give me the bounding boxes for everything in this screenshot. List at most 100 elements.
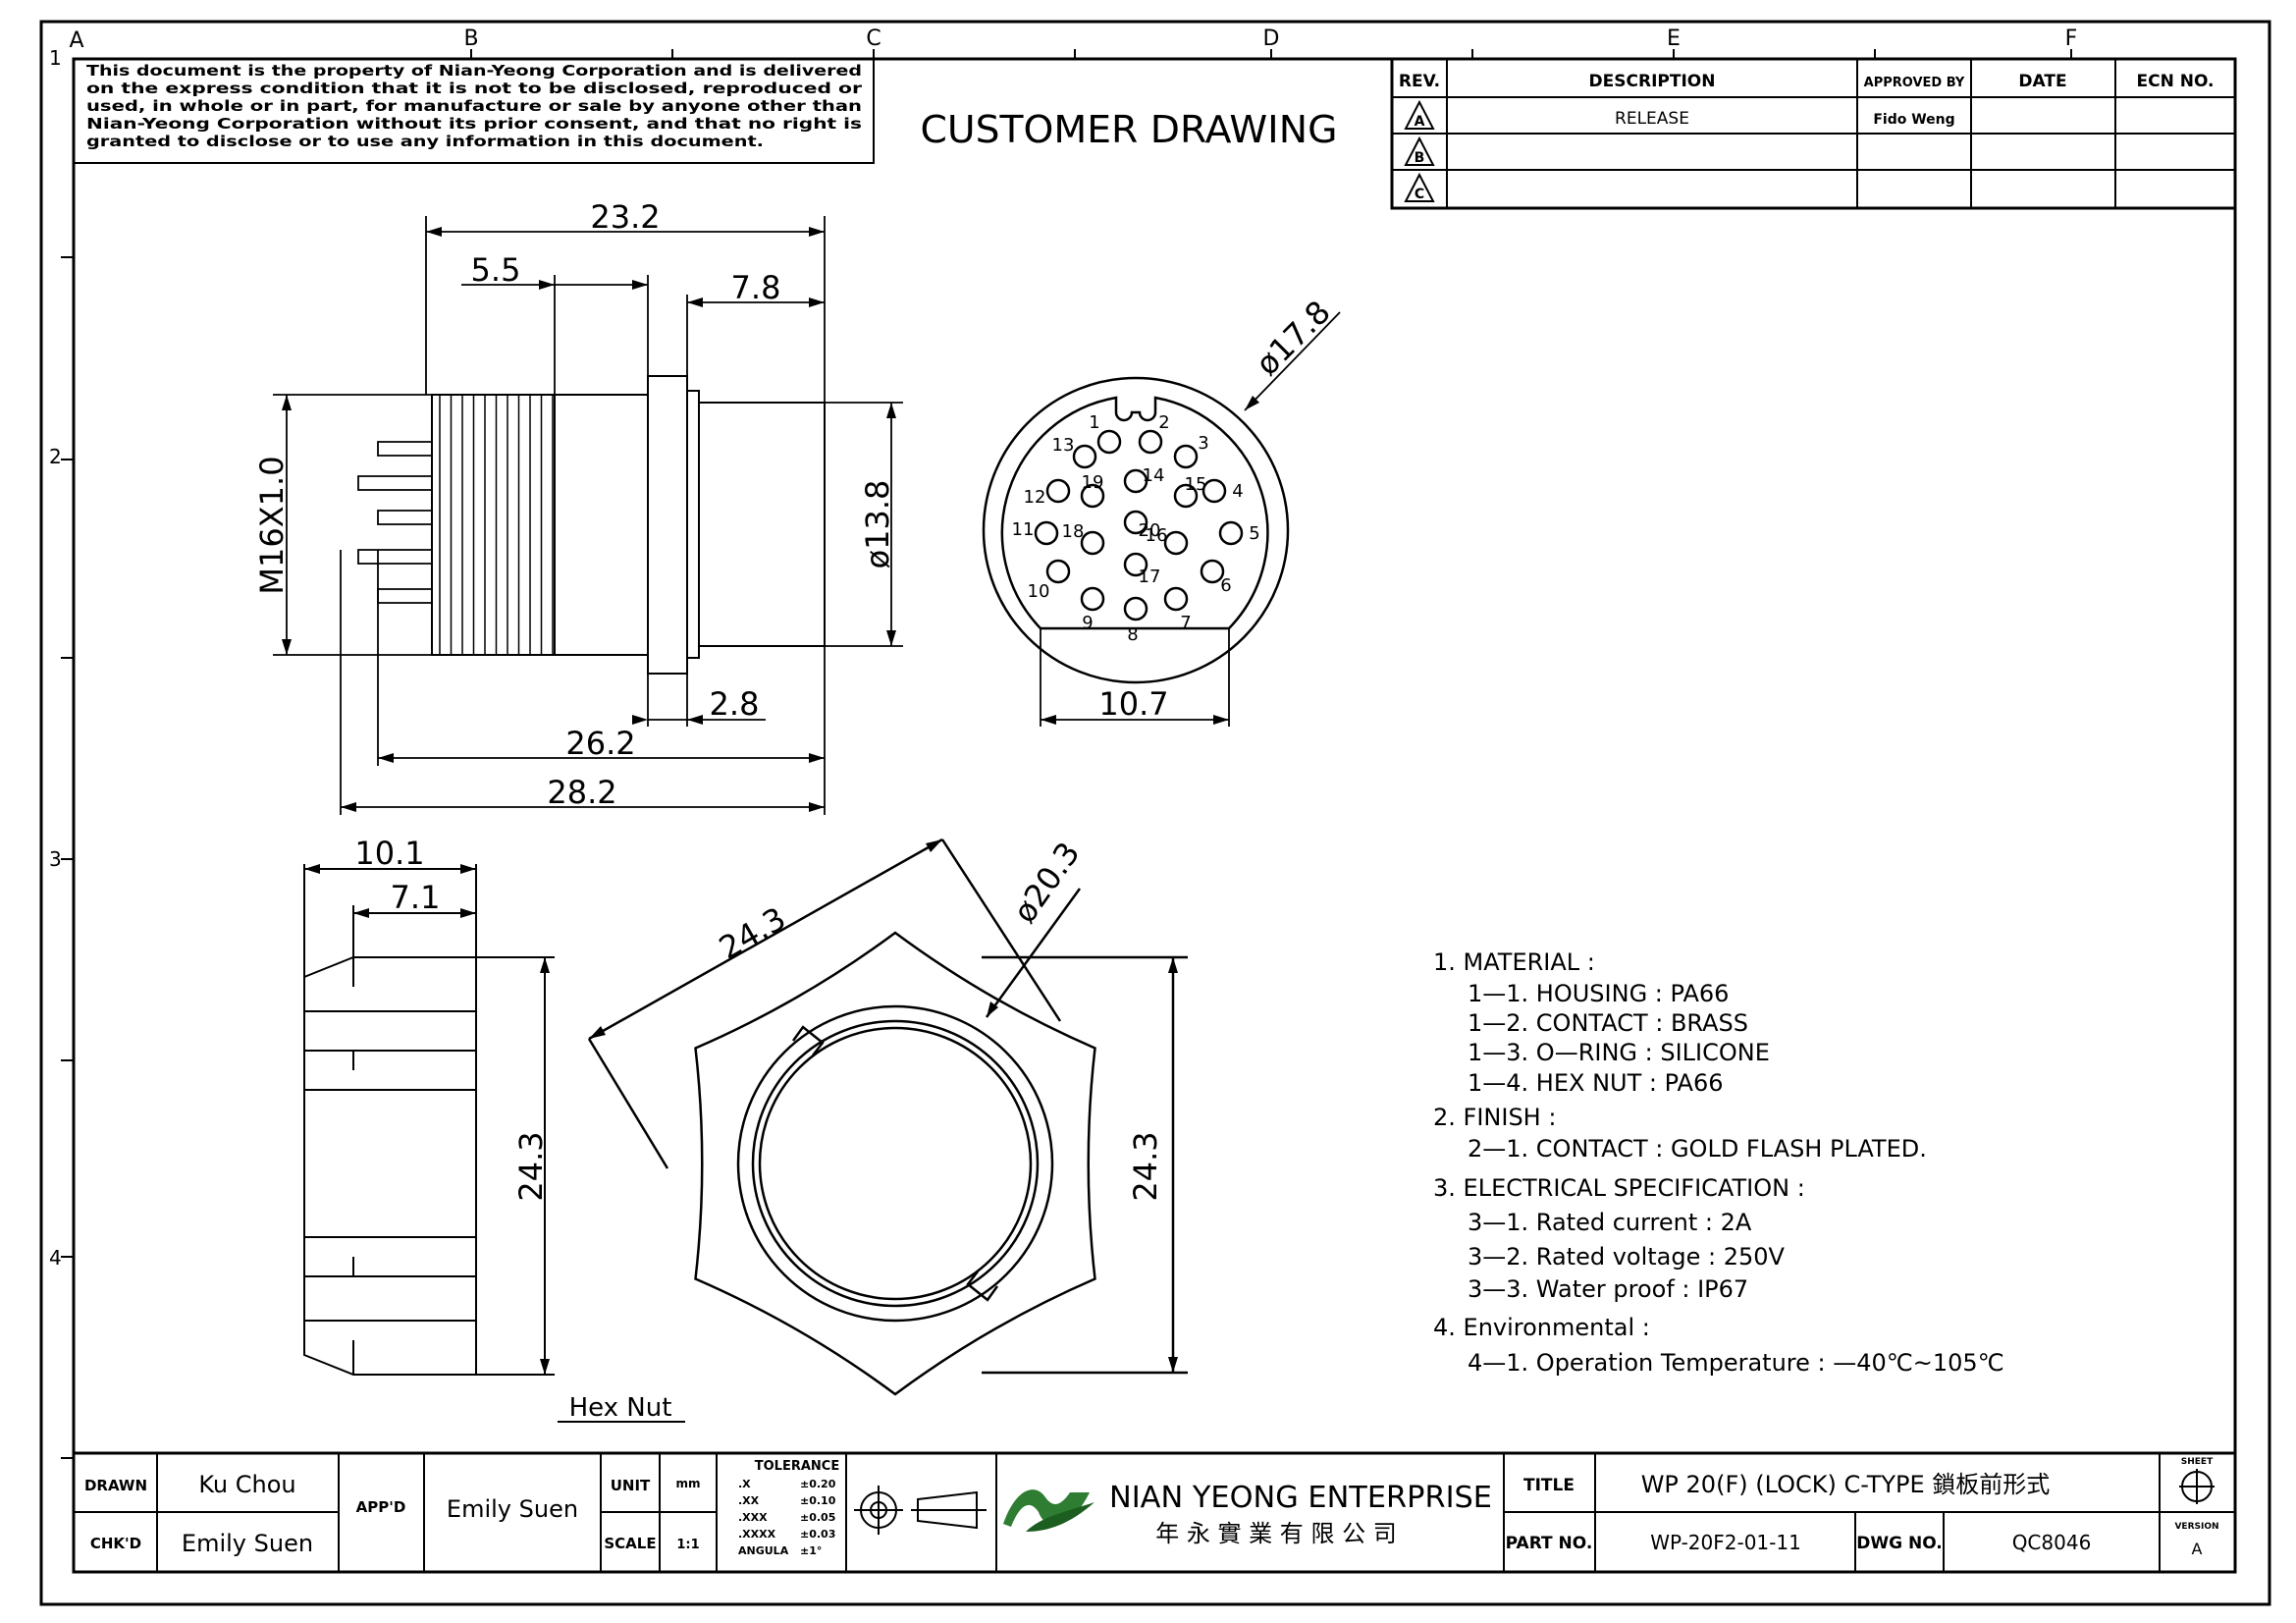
solder-pin: [357, 475, 432, 491]
notice-line: granted to disclose or to use any inform…: [86, 133, 764, 150]
drawing-title: WP 20(F) (LOCK) C-TYPE 鎖板前形式: [1641, 1471, 2051, 1498]
pin-label: 15: [1185, 474, 1207, 495]
contact-pin: [1173, 483, 1199, 509]
zone-col-e: E: [1667, 27, 1681, 51]
note-line: 2. FINISH :: [1433, 1104, 1556, 1131]
contact-pin: [1138, 429, 1163, 455]
notice-line: Nian-Yeong Corporation without its prior…: [86, 115, 862, 133]
note-line: 1—4. HEX NUT : PA66: [1468, 1069, 1724, 1097]
contact-pin: [1201, 478, 1227, 504]
solder-pin: [357, 549, 432, 565]
pin-label: 20: [1139, 520, 1161, 541]
outer-border: [39, 20, 2271, 1606]
dim-thread-length: 5.5: [471, 251, 521, 289]
dim-overall-length: 23.2: [590, 198, 660, 236]
pin-label: 10: [1028, 581, 1050, 602]
contact-pin: [1123, 510, 1148, 535]
tolerance-row: .XXXX: [738, 1528, 776, 1541]
dim-pin-pitch: 10.7: [1098, 685, 1168, 723]
dim-flange-width: 2.8: [710, 685, 760, 723]
appd-label: APP'D: [356, 1498, 406, 1516]
contact-pin: [1034, 520, 1059, 546]
note-line: 1—1. HOUSING : PA66: [1468, 980, 1729, 1007]
contact-pin: [1080, 483, 1105, 509]
part-label: PART NO.: [1506, 1534, 1593, 1553]
zone-col-b: B: [463, 27, 478, 51]
pin-label: 17: [1139, 567, 1161, 587]
sheet-label: SHEET: [2181, 1457, 2214, 1467]
note-line: 3—3. Water proof : IP67: [1468, 1275, 1748, 1303]
solder-pin: [377, 588, 432, 604]
unit-label: UNIT: [611, 1477, 651, 1494]
contact-pin: [1218, 520, 1244, 546]
dim-thread-spec: M16X1.0: [253, 456, 291, 594]
rev-a-description: RELEASE: [1615, 109, 1689, 129]
dim-nut-height: 24.3: [512, 1131, 550, 1201]
zone-col-d: D: [1263, 27, 1280, 51]
solder-pin: [377, 510, 432, 525]
drawn-by: Ku Chou: [198, 1471, 295, 1498]
chkd-label: CHK'D: [90, 1535, 141, 1552]
contact-pin: [1163, 586, 1189, 612]
pin-label: 9: [1082, 613, 1093, 633]
contact-pin: [1072, 444, 1097, 469]
rev-header-date: DATE: [2018, 72, 2066, 91]
company-logo: [1003, 1489, 1095, 1532]
tolerance-row: .X: [738, 1478, 751, 1490]
pin-label: 11: [1012, 519, 1035, 540]
dwg-number: QC8046: [2012, 1531, 2092, 1554]
dwg-label: DWG NO.: [1856, 1534, 1943, 1553]
pin-label: 2: [1158, 412, 1169, 433]
note-line: 1—3. O—RING : SILICONE: [1468, 1039, 1770, 1066]
dim-front-length: 7.8: [731, 269, 781, 306]
note-line: 3—2. Rated voltage : 250V: [1468, 1243, 1786, 1271]
note-line: 4—1. Operation Temperature : —40℃~105℃: [1468, 1349, 2004, 1377]
row-markers: 1 2 3 4: [49, 46, 62, 1270]
zone-col-c: C: [866, 27, 881, 51]
contact-pin: [1123, 596, 1148, 622]
tolerance-row: ANGULA: [738, 1544, 789, 1557]
tolerance-row: ±1°: [800, 1544, 822, 1557]
pin-label: 3: [1198, 433, 1208, 454]
tolerance-row: .XXX: [738, 1511, 768, 1524]
pin-label: 4: [1232, 481, 1243, 502]
note-line: 4. Environmental :: [1433, 1314, 1650, 1341]
pin-label: 8: [1127, 624, 1138, 645]
title-label: TITLE: [1523, 1476, 1575, 1495]
tolerance-row: ±0.03: [800, 1528, 835, 1541]
column-markers: A B C D E F: [69, 27, 2077, 53]
dim-nut-diameter: ø20.3: [1005, 836, 1087, 930]
dim-nut-across-flats: 24.3: [713, 899, 792, 967]
rev-a-approved: Fido Weng: [1873, 112, 1954, 128]
tolerance-row: ±0.20: [800, 1478, 836, 1490]
note-line: 3. ELECTRICAL SPECIFICATION :: [1433, 1174, 1805, 1202]
version-value: A: [2192, 1540, 2203, 1558]
pin-label: 18: [1062, 521, 1085, 542]
pin-label: 6: [1220, 575, 1231, 596]
contact-pin: [1173, 444, 1199, 469]
note-line: 1. MATERIAL :: [1433, 948, 1595, 976]
pin-label: 12: [1024, 487, 1046, 508]
approved-by: Emily Suen: [447, 1495, 578, 1523]
dim-length-26: 26.2: [565, 725, 635, 762]
notice-line: on the express condition that it is not …: [86, 80, 863, 97]
dim-nut-width: 10.1: [354, 835, 424, 872]
hex-nut-side-view: [303, 864, 555, 1376]
revision-table: [1390, 57, 2237, 210]
rev-c-label: C: [1415, 187, 1424, 202]
contact-pin: [1200, 559, 1225, 584]
rev-b-label: B: [1415, 150, 1425, 166]
rev-header-approved: APPROVED BY: [1864, 76, 1965, 90]
notice-line: used, in whole or in part, for manufactu…: [86, 97, 862, 115]
company-name-zh: 年 永 實 業 有 限 公 司: [1155, 1520, 1396, 1547]
zone-col-f: F: [2065, 27, 2078, 51]
version-label: VERSION: [2174, 1522, 2218, 1532]
contact-pin: [1080, 530, 1105, 556]
drawn-label: DRAWN: [84, 1477, 147, 1494]
dim-length-28: 28.2: [547, 774, 616, 811]
rev-a-label: A: [1415, 114, 1425, 130]
dim-outer-diameter: ø17.8: [1249, 294, 1338, 383]
pin-label: 7: [1180, 613, 1191, 633]
tolerance-row: ±0.10: [800, 1494, 836, 1507]
